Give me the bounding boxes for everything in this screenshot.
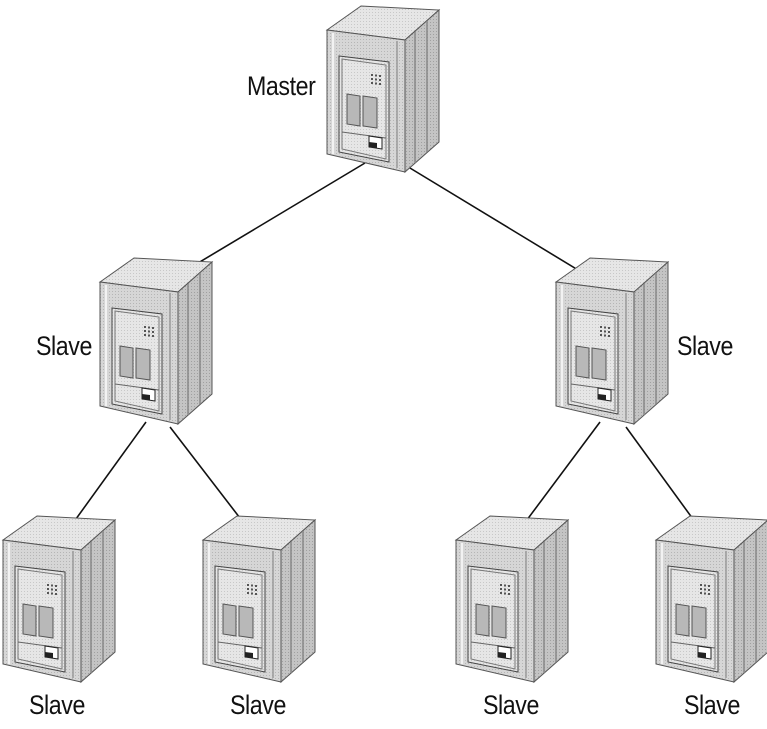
server-display [362, 95, 378, 129]
server-display [346, 93, 361, 127]
server-panel-border [670, 568, 716, 670]
server-display [119, 345, 134, 379]
server-vents [247, 584, 257, 595]
server-panel-border [341, 58, 387, 160]
nodes-layer [1, 5, 767, 684]
server-vents [371, 74, 381, 85]
server-display [222, 603, 237, 637]
server-display [475, 603, 490, 637]
server-vents [144, 326, 154, 337]
node-label-slave-ll: Slave [29, 690, 85, 720]
server-vents [47, 584, 57, 595]
server-icon-slave-ll [1, 515, 117, 684]
node-label-slave-rr: Slave [684, 690, 740, 720]
server-vents [500, 584, 510, 595]
server-icon-slave-r [554, 257, 670, 426]
node-label-slave-l: Slave [36, 331, 92, 361]
server-panel-border [17, 568, 63, 670]
server-drive-slot-fill [369, 142, 377, 148]
server-icon-slave-lr [201, 515, 317, 684]
server-icon-master [325, 5, 441, 174]
server-vents [700, 584, 710, 595]
node-label-slave-r: Slave [677, 331, 733, 361]
server-display [38, 605, 54, 639]
server-icon-slave-rl [454, 515, 570, 684]
server-display [491, 605, 507, 639]
server-panel-border [470, 568, 516, 670]
server-drive-slot-fill [698, 652, 706, 658]
server-drive-slot-fill [45, 652, 53, 658]
server-display [691, 605, 707, 639]
server-panel-border [570, 310, 616, 412]
server-drive-slot-fill [498, 652, 506, 658]
server-display [135, 347, 151, 381]
server-drive-slot-fill [598, 394, 606, 400]
server-icon-slave-rr [654, 515, 767, 684]
server-display [591, 347, 607, 381]
server-icon-slave-l [98, 257, 214, 426]
server-display [575, 345, 590, 379]
server-drive-slot-fill [142, 394, 150, 400]
node-label-slave-rl: Slave [483, 690, 539, 720]
server-panel-border [217, 568, 263, 670]
node-label-master: Master [247, 71, 316, 101]
node-label-slave-lr: Slave [230, 690, 286, 720]
server-display [22, 603, 37, 637]
server-display [675, 603, 690, 637]
server-panel-border [114, 310, 160, 412]
server-vents [600, 326, 610, 337]
server-display [238, 605, 254, 639]
server-drive-slot-fill [245, 652, 253, 658]
